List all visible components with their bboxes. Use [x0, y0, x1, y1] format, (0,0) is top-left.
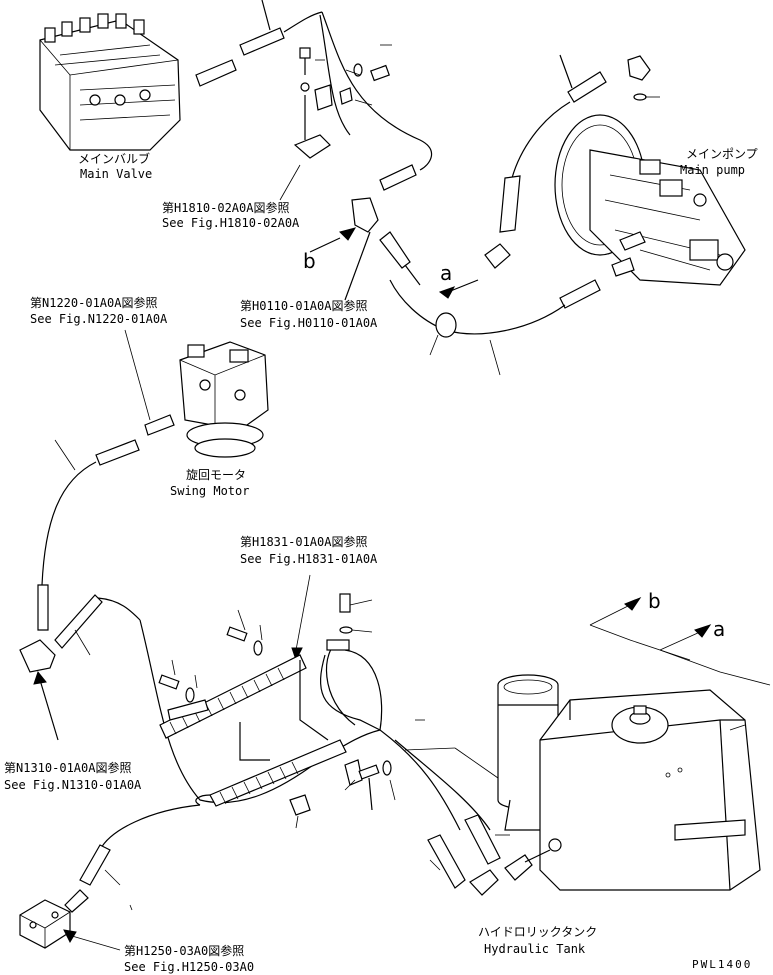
swing-motor-hoses [37, 414, 175, 631]
ref-n1310-en: See Fig.N1310-01A0A [4, 778, 142, 792]
ref-h1831-en: See Fig.H1831-01A0A [240, 552, 378, 566]
leader-h1250-arrow [63, 929, 77, 944]
ref-h0110-en: See Fig.H0110-01A0A [240, 316, 378, 330]
hydraulic-tank-label-en: Hydraulic Tank [484, 942, 586, 956]
leader-h1810 [279, 164, 301, 201]
tank-hoses [379, 719, 551, 896]
ref-h1250-jp: 第H1250-03A0図参照 [124, 943, 244, 958]
drawing-code: PWL1400 [692, 958, 752, 971]
bracket-assembly [293, 44, 392, 159]
valve-hoses-top [195, 0, 433, 191]
main-valve-label-jp: メインバルブ [78, 151, 150, 166]
leader-h1831 [295, 574, 311, 651]
ref-h1810-jp: 第H1810-02A0A図参照 [162, 200, 289, 215]
marker-b-lower [589, 596, 691, 661]
leader-pump-hose [489, 339, 501, 376]
leader-h1250 [71, 935, 121, 951]
ref-h1831-jp: 第H1831-01A0A図参照 [240, 534, 367, 549]
swing-motor-label-en: Swing Motor [170, 484, 249, 498]
bottom-hose-and-block [19, 804, 201, 949]
ref-h1810-en: See Fig.H1810-02A0A [162, 216, 300, 230]
hydraulic-tank-label-jp: ハイドロリックタンク [478, 925, 597, 939]
hydraulic-tank [539, 689, 761, 891]
swing-motor [179, 341, 269, 458]
main-valve-label-en: Main Valve [80, 167, 152, 181]
main-pump-label-en: Main pump [680, 163, 745, 177]
main-valve [39, 13, 181, 151]
marker-a-lower-label: a [713, 617, 725, 641]
marker-a-lower [659, 624, 771, 686]
ref-h1250-en: See Fig.H1250-03A0 [124, 960, 254, 974]
marker-a-upper [438, 279, 479, 299]
marker-a-upper-label: a [440, 261, 452, 285]
main-pump [554, 114, 746, 286]
ref-h0110-jp: 第H0110-01A0A図参照 [240, 298, 367, 313]
ref-n1310-jp: 第N1310-01A0A図参照 [4, 760, 131, 775]
swing-motor-label-jp: 旋回モータ [186, 468, 246, 482]
marker-b-lower-label: b [648, 589, 661, 613]
marker-b-upper-label: b [303, 249, 316, 273]
marker-b-upper [309, 227, 357, 253]
hose-bundle [139, 619, 383, 807]
leader-h1831-arrow [291, 647, 303, 662]
ref-n1220-jp: 第N1220-01A0A図参照 [30, 295, 157, 310]
pump-hoses [389, 54, 660, 338]
main-pump-label-jp: メインポンプ [686, 147, 758, 161]
tee-fitting [344, 197, 421, 301]
leader-n1220 [124, 329, 151, 421]
leader-pump-clamp [429, 334, 439, 356]
elbow-fitting-left [19, 594, 141, 741]
ref-n1220-en: See Fig.N1220-01A0A [30, 312, 168, 326]
middle-bolts [158, 593, 396, 829]
